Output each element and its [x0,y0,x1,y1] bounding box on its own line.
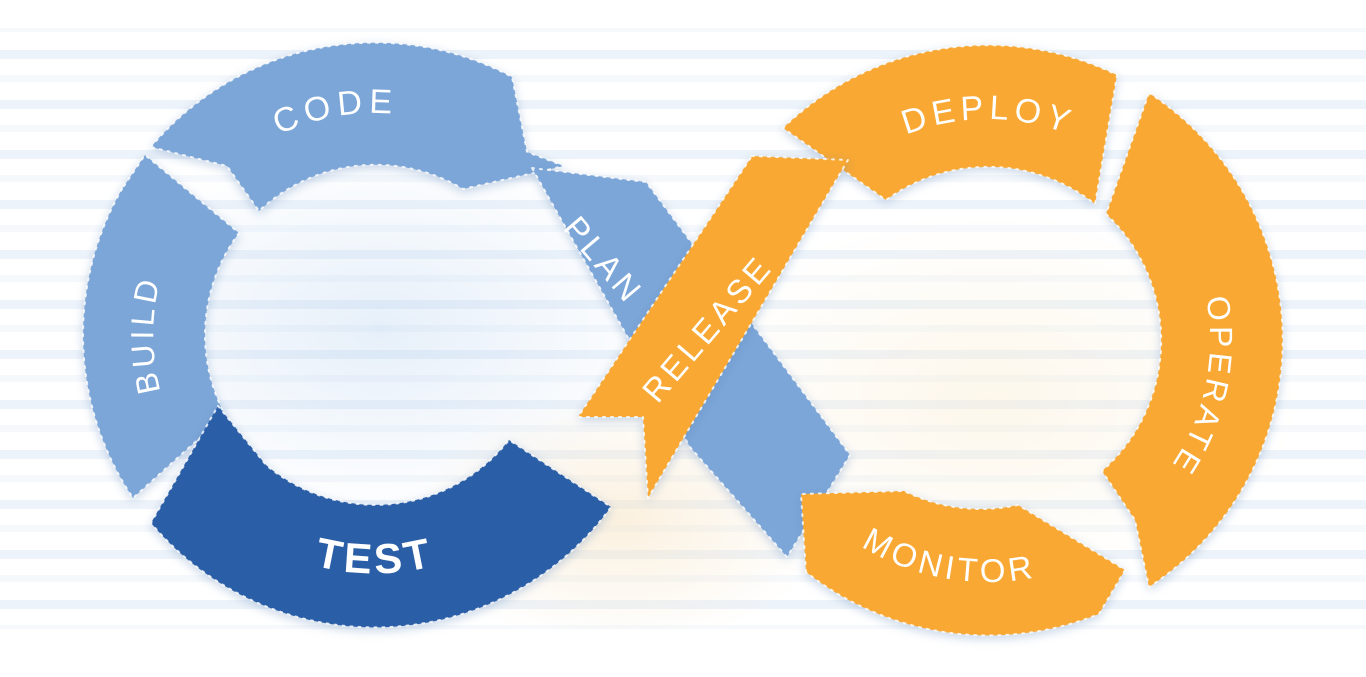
code-arc [150,41,565,212]
build-arc [82,154,240,499]
stage-deploy: DEPLOY [782,44,1118,205]
test-arc [150,405,612,629]
stage-build: BUILD [82,154,240,499]
stage-monitor: MONITOR [800,490,1126,637]
test-label: TEST [312,529,438,583]
build-label: BUILD [124,273,167,398]
stage-test: TEST [150,405,612,629]
operate-arc [1101,92,1284,588]
deploy-arc [782,44,1118,205]
monitor-arc [800,490,1126,637]
stage-code: CODE [150,41,565,212]
release-ribbon [577,155,849,499]
stage-operate: OPERATE [1101,92,1284,588]
